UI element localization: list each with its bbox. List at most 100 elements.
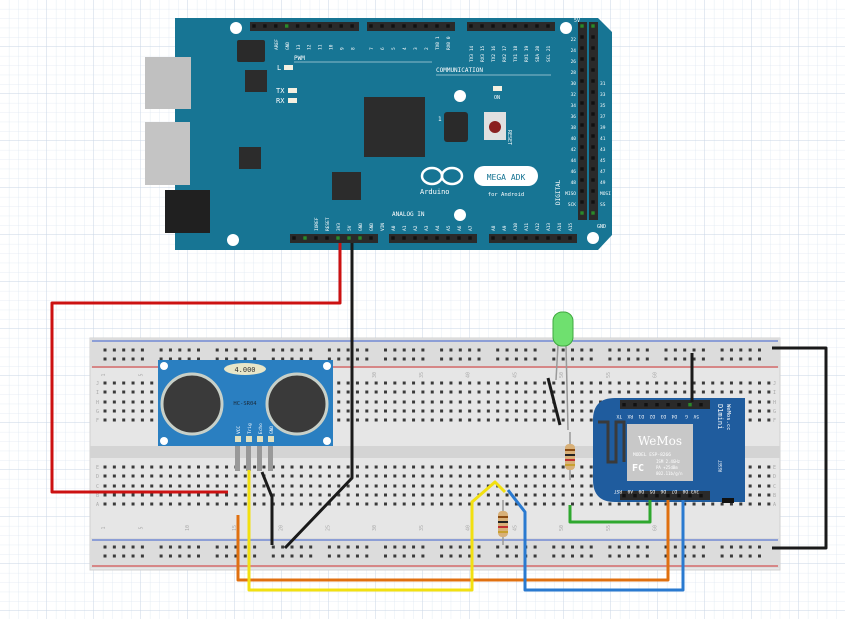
breadboard-hole[interactable] [692, 502, 696, 506]
rail-hole[interactable] [281, 348, 285, 352]
rail-hole[interactable] [234, 348, 238, 352]
rail-hole[interactable] [664, 357, 668, 361]
breadboard-hole[interactable] [440, 409, 444, 413]
rail-hole[interactable] [355, 545, 359, 549]
rail-hole[interactable] [449, 357, 453, 361]
breadboard-hole[interactable] [561, 409, 565, 413]
breadboard-hole[interactable] [449, 502, 453, 506]
breadboard-hole[interactable] [758, 381, 761, 385]
rail-hole[interactable] [355, 357, 359, 361]
breadboard-hole[interactable] [748, 400, 752, 404]
breadboard-hole[interactable] [627, 502, 631, 506]
breadboard-hole[interactable] [131, 381, 135, 385]
breadboard-hole[interactable] [580, 409, 584, 413]
wire-orange-trig[interactable] [236, 500, 670, 582]
breadboard-hole[interactable] [692, 381, 696, 385]
rail-hole[interactable] [365, 357, 369, 361]
rail-hole[interactable] [290, 554, 294, 558]
rail-hole[interactable] [589, 348, 593, 352]
breadboard-hole[interactable] [440, 465, 444, 469]
breadboard-hole[interactable] [636, 381, 640, 385]
breadboard-hole[interactable] [748, 484, 752, 488]
rail-hole[interactable] [253, 554, 257, 558]
breadboard-hole[interactable] [309, 465, 313, 469]
breadboard-hole[interactable] [327, 493, 331, 497]
breadboard-hole[interactable] [440, 474, 444, 478]
rail-hole[interactable] [636, 348, 640, 352]
breadboard-hole[interactable] [758, 493, 761, 497]
header-pin[interactable] [591, 123, 595, 127]
breadboard-hole[interactable] [486, 502, 490, 506]
breadboard-hole[interactable] [262, 493, 266, 497]
header-pin[interactable] [591, 189, 595, 193]
breadboard-hole[interactable] [477, 390, 481, 394]
breadboard-hole[interactable] [636, 502, 640, 506]
rail-hole[interactable] [514, 554, 518, 558]
wire-black-led[interactable] [546, 377, 562, 426]
header-pin[interactable] [591, 200, 595, 204]
rail-hole[interactable] [112, 545, 116, 549]
breadboard-hole[interactable] [571, 390, 574, 394]
rail-hole[interactable] [561, 348, 565, 352]
rail-hole[interactable] [701, 357, 705, 361]
breadboard-hole[interactable] [599, 381, 603, 385]
rail-hole[interactable] [412, 554, 416, 558]
breadboard-hole[interactable] [580, 484, 584, 488]
breadboard-hole[interactable] [589, 409, 593, 413]
rail-hole[interactable] [225, 545, 229, 549]
header-pin[interactable] [435, 236, 439, 240]
rail-hole[interactable] [337, 357, 341, 361]
breadboard-hole[interactable] [571, 484, 574, 488]
breadboard-hole[interactable] [449, 390, 453, 394]
rail-hole[interactable] [225, 348, 229, 352]
breadboard-hole[interactable] [514, 465, 518, 469]
breadboard-hole[interactable] [271, 484, 275, 488]
rail-hole[interactable] [243, 348, 247, 352]
breadboard-hole[interactable] [561, 484, 565, 488]
rail-hole[interactable] [692, 554, 696, 558]
breadboard-hole[interactable] [449, 493, 453, 497]
rail-hole[interactable] [683, 357, 687, 361]
breadboard-hole[interactable] [225, 502, 229, 506]
rail-hole[interactable] [739, 348, 743, 352]
breadboard-hole[interactable] [430, 390, 434, 394]
breadboard-hole[interactable] [477, 502, 481, 506]
rail-hole[interactable] [758, 357, 761, 361]
breadboard-hole[interactable] [430, 418, 434, 422]
breadboard-hole[interactable] [337, 465, 341, 469]
breadboard-hole[interactable] [393, 484, 397, 488]
breadboard-hole[interactable] [561, 418, 565, 422]
header-pin[interactable] [524, 24, 528, 28]
rail-hole[interactable] [178, 357, 182, 361]
rail-hole[interactable] [617, 357, 621, 361]
rail-hole[interactable] [131, 348, 135, 352]
wire-blue[interactable] [506, 489, 685, 592]
header-pin[interactable] [513, 236, 517, 240]
rail-hole[interactable] [748, 545, 752, 549]
breadboard-hole[interactable] [496, 465, 500, 469]
breadboard-hole[interactable] [346, 400, 350, 404]
breadboard-hole[interactable] [122, 474, 126, 478]
breadboard-hole[interactable] [533, 484, 537, 488]
breadboard-hole[interactable] [178, 474, 182, 478]
breadboard-hole[interactable] [131, 400, 135, 404]
breadboard-hole[interactable] [561, 400, 565, 404]
breadboard-hole[interactable] [140, 400, 144, 404]
rail-hole[interactable] [197, 357, 200, 361]
rail-hole[interactable] [393, 554, 397, 558]
breadboard-hole[interactable] [580, 465, 584, 469]
rail-hole[interactable] [692, 545, 696, 549]
breadboard-hole[interactable] [468, 381, 472, 385]
header-pin[interactable] [580, 134, 584, 138]
breadboard-hole[interactable] [542, 493, 546, 497]
breadboard-hole[interactable] [197, 484, 200, 488]
header-pin[interactable] [513, 24, 517, 28]
breadboard-hole[interactable] [449, 381, 453, 385]
rail-hole[interactable] [748, 348, 752, 352]
breadboard-hole[interactable] [206, 465, 210, 469]
breadboard-hole[interactable] [122, 381, 126, 385]
breadboard-hole[interactable] [421, 493, 425, 497]
breadboard-hole[interactable] [337, 474, 341, 478]
header-pin[interactable] [502, 236, 506, 240]
breadboard-hole[interactable] [552, 502, 556, 506]
